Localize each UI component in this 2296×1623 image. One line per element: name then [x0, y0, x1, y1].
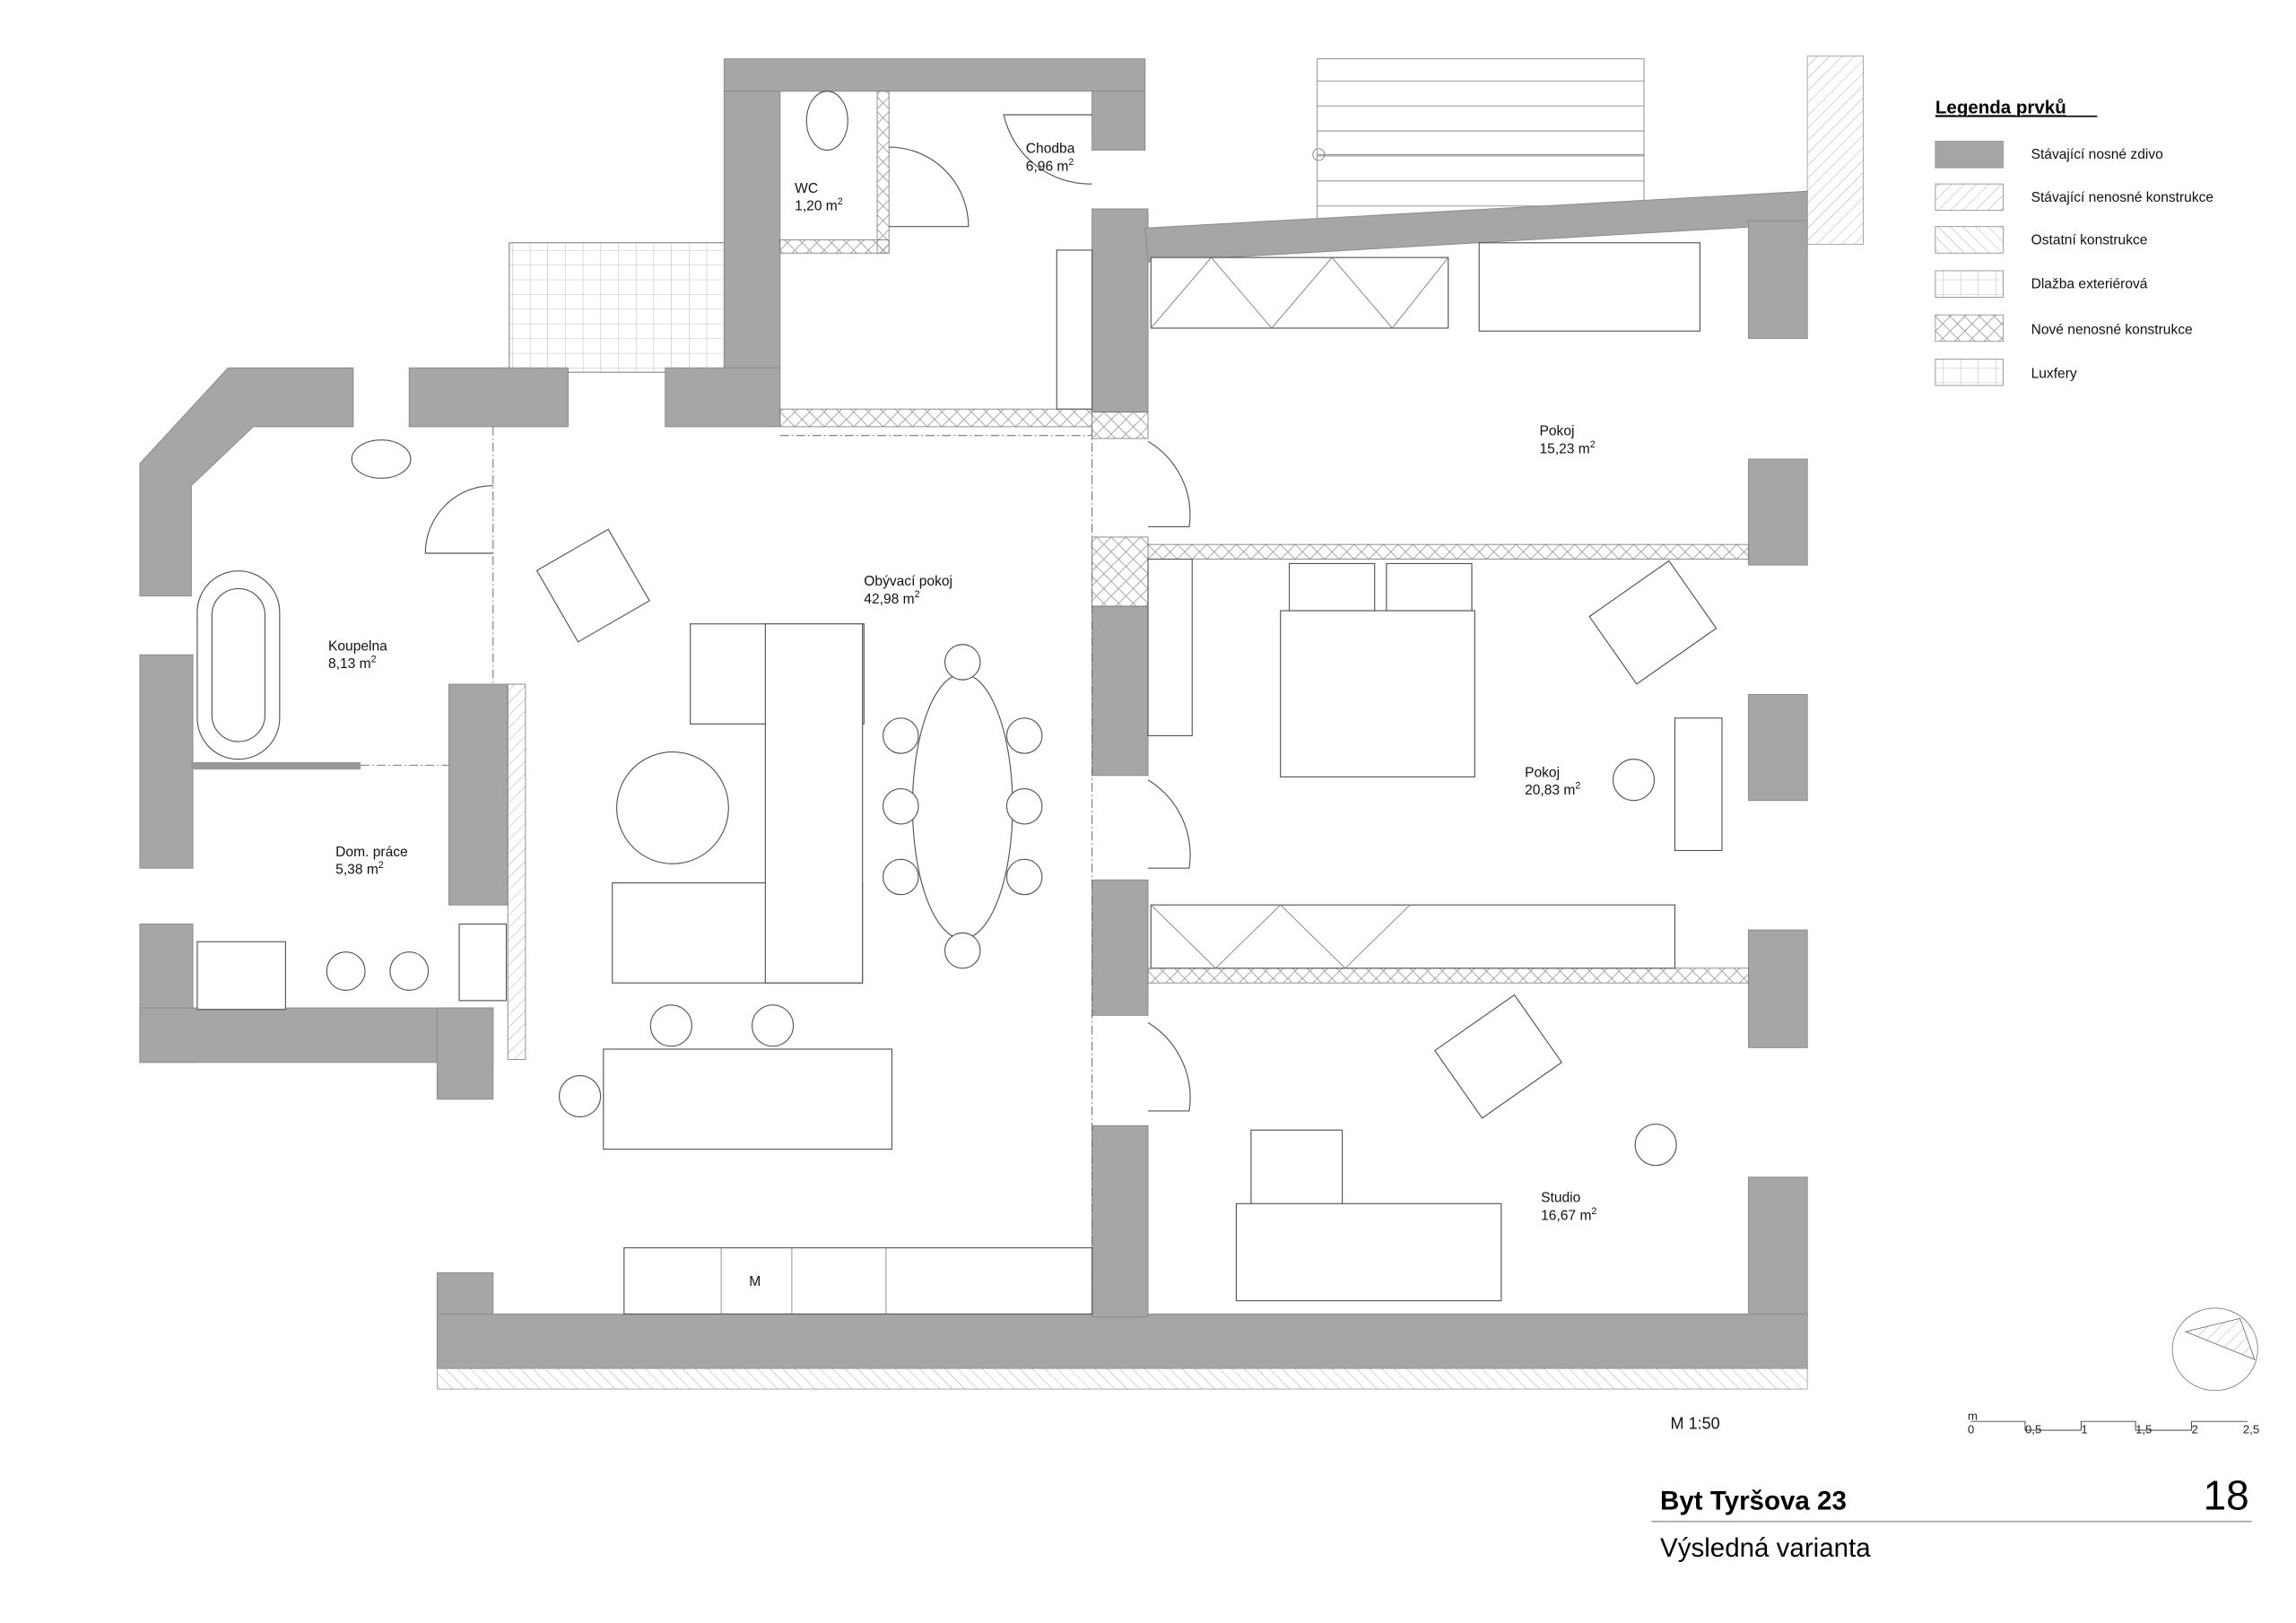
svg-text:Stávající nenosné konstrukce: Stávající nenosné konstrukce — [2031, 190, 2214, 205]
scale-bar: m 0 0,5 1 1,5 2 2,5 — [1968, 1410, 2259, 1436]
svg-text:Dom. práce: Dom. práce — [335, 845, 408, 860]
svg-text:Stávající nosné zdivo: Stávající nosné zdivo — [2031, 147, 2164, 162]
legend: Legenda prvků Stávající nosné zdivo Stáv… — [1935, 97, 2213, 386]
svg-text:Ostatní konstrukce: Ostatní konstrukce — [2031, 232, 2148, 247]
legend-swatch-exterior-tiles — [1935, 270, 2004, 298]
svg-text:5,38 m2: 5,38 m2 — [335, 860, 384, 878]
svg-text:Dlažba exteriérová: Dlažba exteriérová — [2031, 277, 2148, 292]
legend-swatch-non-load-bearing — [1935, 183, 2004, 212]
new-partitions — [191, 91, 1749, 1060]
project-title: Byt Tyršova 23 — [1660, 1487, 1847, 1516]
furniture — [196, 91, 1723, 1315]
svg-text:Nové nenosné konstrukce: Nové nenosné konstrukce — [2031, 323, 2193, 338]
svg-text:2,5: 2,5 — [2243, 1422, 2259, 1436]
svg-text:2: 2 — [2191, 1422, 2197, 1436]
svg-text:6,96 m2: 6,96 m2 — [1026, 157, 1074, 175]
legend-swatch-other — [1935, 226, 2004, 254]
legend-swatch-new-partitions — [1935, 314, 2004, 343]
legend-swatch-load-bearing — [1935, 141, 2004, 169]
svg-text:1,5: 1,5 — [2135, 1422, 2152, 1436]
svg-text:Koupelna: Koupelna — [328, 638, 387, 654]
svg-text:Chodba: Chodba — [1026, 142, 1075, 157]
svg-text:m: m — [1968, 1410, 1978, 1423]
svg-text:1,20 m2: 1,20 m2 — [795, 196, 843, 214]
street-edge — [436, 1367, 1808, 1390]
svg-text:WC: WC — [795, 181, 818, 196]
page-number: 18 — [2204, 1472, 2249, 1519]
title-block: Byt Tyršova 23 18 Výsledná varianta — [1651, 1472, 2252, 1563]
svg-text:15,23 m2: 15,23 m2 — [1540, 439, 1596, 457]
svg-text:Studio: Studio — [1541, 1191, 1581, 1206]
svg-text:0: 0 — [1968, 1422, 1974, 1436]
svg-text:1: 1 — [2081, 1422, 2087, 1436]
svg-text:16,67 m2: 16,67 m2 — [1541, 1206, 1596, 1224]
north-arrow-icon — [2171, 1307, 2258, 1392]
room-label-wc: WC1,20 m2 — [795, 181, 843, 214]
svg-text:42,98 m2: 42,98 m2 — [864, 589, 919, 607]
svg-text:Pokoj: Pokoj — [1525, 765, 1560, 780]
svg-text:Pokoj: Pokoj — [1540, 424, 1575, 439]
svg-text:8,13 m2: 8,13 m2 — [328, 654, 377, 672]
variant-subtitle: Výsledná varianta — [1660, 1533, 1871, 1563]
load-bearing-walls — [139, 58, 1808, 1369]
svg-text:Legenda prvků: Legenda prvků — [1935, 97, 2066, 117]
exterior-tiles — [509, 242, 725, 373]
svg-text:Obývací pokoj: Obývací pokoj — [864, 574, 952, 589]
svg-text:0,5: 0,5 — [2025, 1422, 2041, 1436]
scale-ratio: M 1:50 — [1671, 1414, 1720, 1432]
svg-text:20,83 m2: 20,83 m2 — [1525, 781, 1580, 799]
neighbour-wall — [1806, 55, 1864, 245]
doors — [361, 114, 1191, 1317]
legend-swatch-glass-blocks — [1935, 358, 2004, 386]
svg-text:Luxfery: Luxfery — [2031, 367, 2077, 382]
kitchen-mark: M — [749, 1274, 761, 1289]
